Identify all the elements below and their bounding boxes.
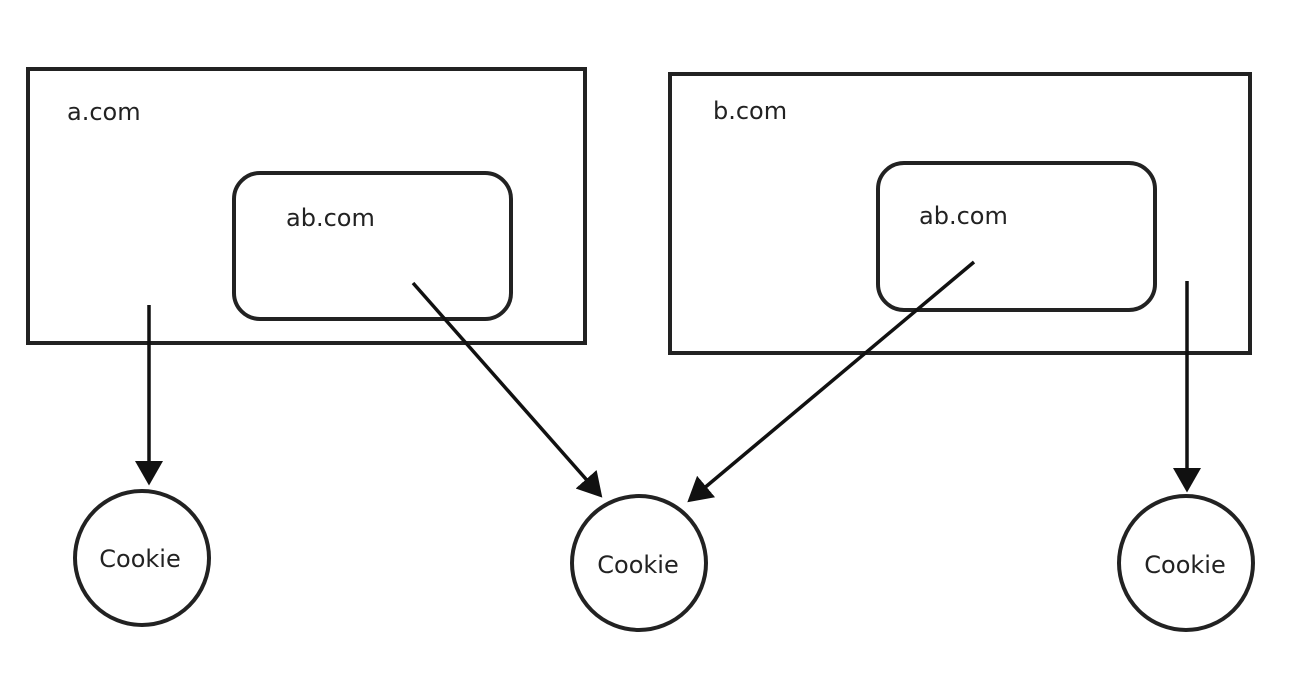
domain-box-b-label: b.com xyxy=(713,97,787,125)
cookie-node-center-label: Cookie xyxy=(597,551,678,579)
cookie-node-left-label: Cookie xyxy=(99,545,180,573)
arrow-ab-left-to-cookie-center xyxy=(411,281,603,498)
embedded-box-ab-left-border xyxy=(232,171,513,321)
arrow-ab-right-to-cookie-center xyxy=(687,260,976,503)
cookie-node-right-circle xyxy=(1117,494,1255,632)
domain-box-b-border xyxy=(668,72,1252,355)
embedded-box-ab-right: ab.com xyxy=(876,161,1157,312)
cookie-node-center: Cookie xyxy=(570,494,708,632)
embedded-box-ab-left-label: ab.com xyxy=(286,204,375,232)
domain-box-a-label: a.com xyxy=(67,98,141,126)
domain-box-b: b.com xyxy=(668,72,1252,355)
cookie-node-left: Cookie xyxy=(73,489,211,627)
cookie-node-left-circle xyxy=(73,489,211,627)
embedded-box-ab-right-label: ab.com xyxy=(919,202,1008,230)
domain-box-a-border xyxy=(26,67,587,345)
domain-box-a: a.com xyxy=(26,67,587,345)
embedded-box-ab-left: ab.com xyxy=(232,171,513,321)
cookie-node-right: Cookie xyxy=(1117,494,1255,632)
cookie-node-center-circle xyxy=(570,494,708,632)
embedded-box-ab-right-border xyxy=(876,161,1157,312)
cookie-node-right-label: Cookie xyxy=(1144,551,1225,579)
